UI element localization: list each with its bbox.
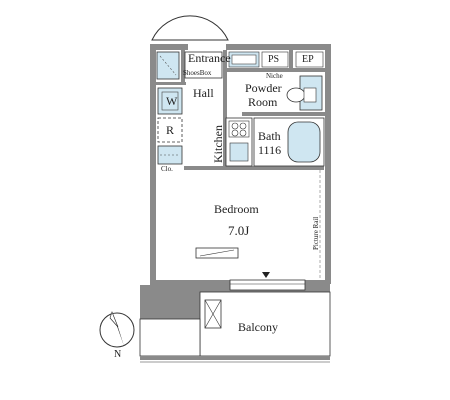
hall-label: Hall (193, 86, 214, 100)
sliding-window (229, 272, 306, 291)
picture-rail-label: Picture Rail (312, 217, 320, 250)
balcony-label: Balcony (238, 320, 278, 334)
washer-label: W (166, 94, 178, 108)
shoes-box (156, 51, 180, 80)
balcony (139, 291, 331, 363)
entrance-floor (184, 51, 223, 79)
kitchen-label: Kitchen (211, 125, 225, 163)
entrance-door (151, 15, 229, 41)
powder-room-label-line1: Powder (245, 81, 282, 95)
bath-label-line1: Bath (258, 129, 281, 143)
ps-label: PS (268, 54, 279, 65)
bedroom-label: Bedroom (214, 202, 259, 216)
washer (157, 87, 183, 115)
powder-room-fixtures (286, 75, 323, 111)
entrance-label: Entrance (188, 51, 231, 65)
compass-n-label: N (114, 349, 121, 360)
ep-label: EP (302, 54, 314, 65)
shoes-box-label: ShoesBox (183, 69, 212, 77)
compass (99, 311, 135, 348)
bedroom-size: 7.0J (228, 223, 249, 238)
aircon-unit (195, 247, 239, 259)
refrigerator-label: R (166, 123, 174, 137)
bathtub (253, 117, 325, 167)
niche-area (228, 51, 324, 68)
bedroom-area (156, 170, 325, 280)
niche-label: Niche (266, 72, 283, 80)
closet-label: Clo. (161, 165, 173, 173)
kitchen (225, 117, 253, 167)
refrigerator (157, 117, 183, 143)
bath-label-line2: 1116 (258, 143, 281, 157)
powder-room-label-line2: Room (248, 95, 278, 109)
